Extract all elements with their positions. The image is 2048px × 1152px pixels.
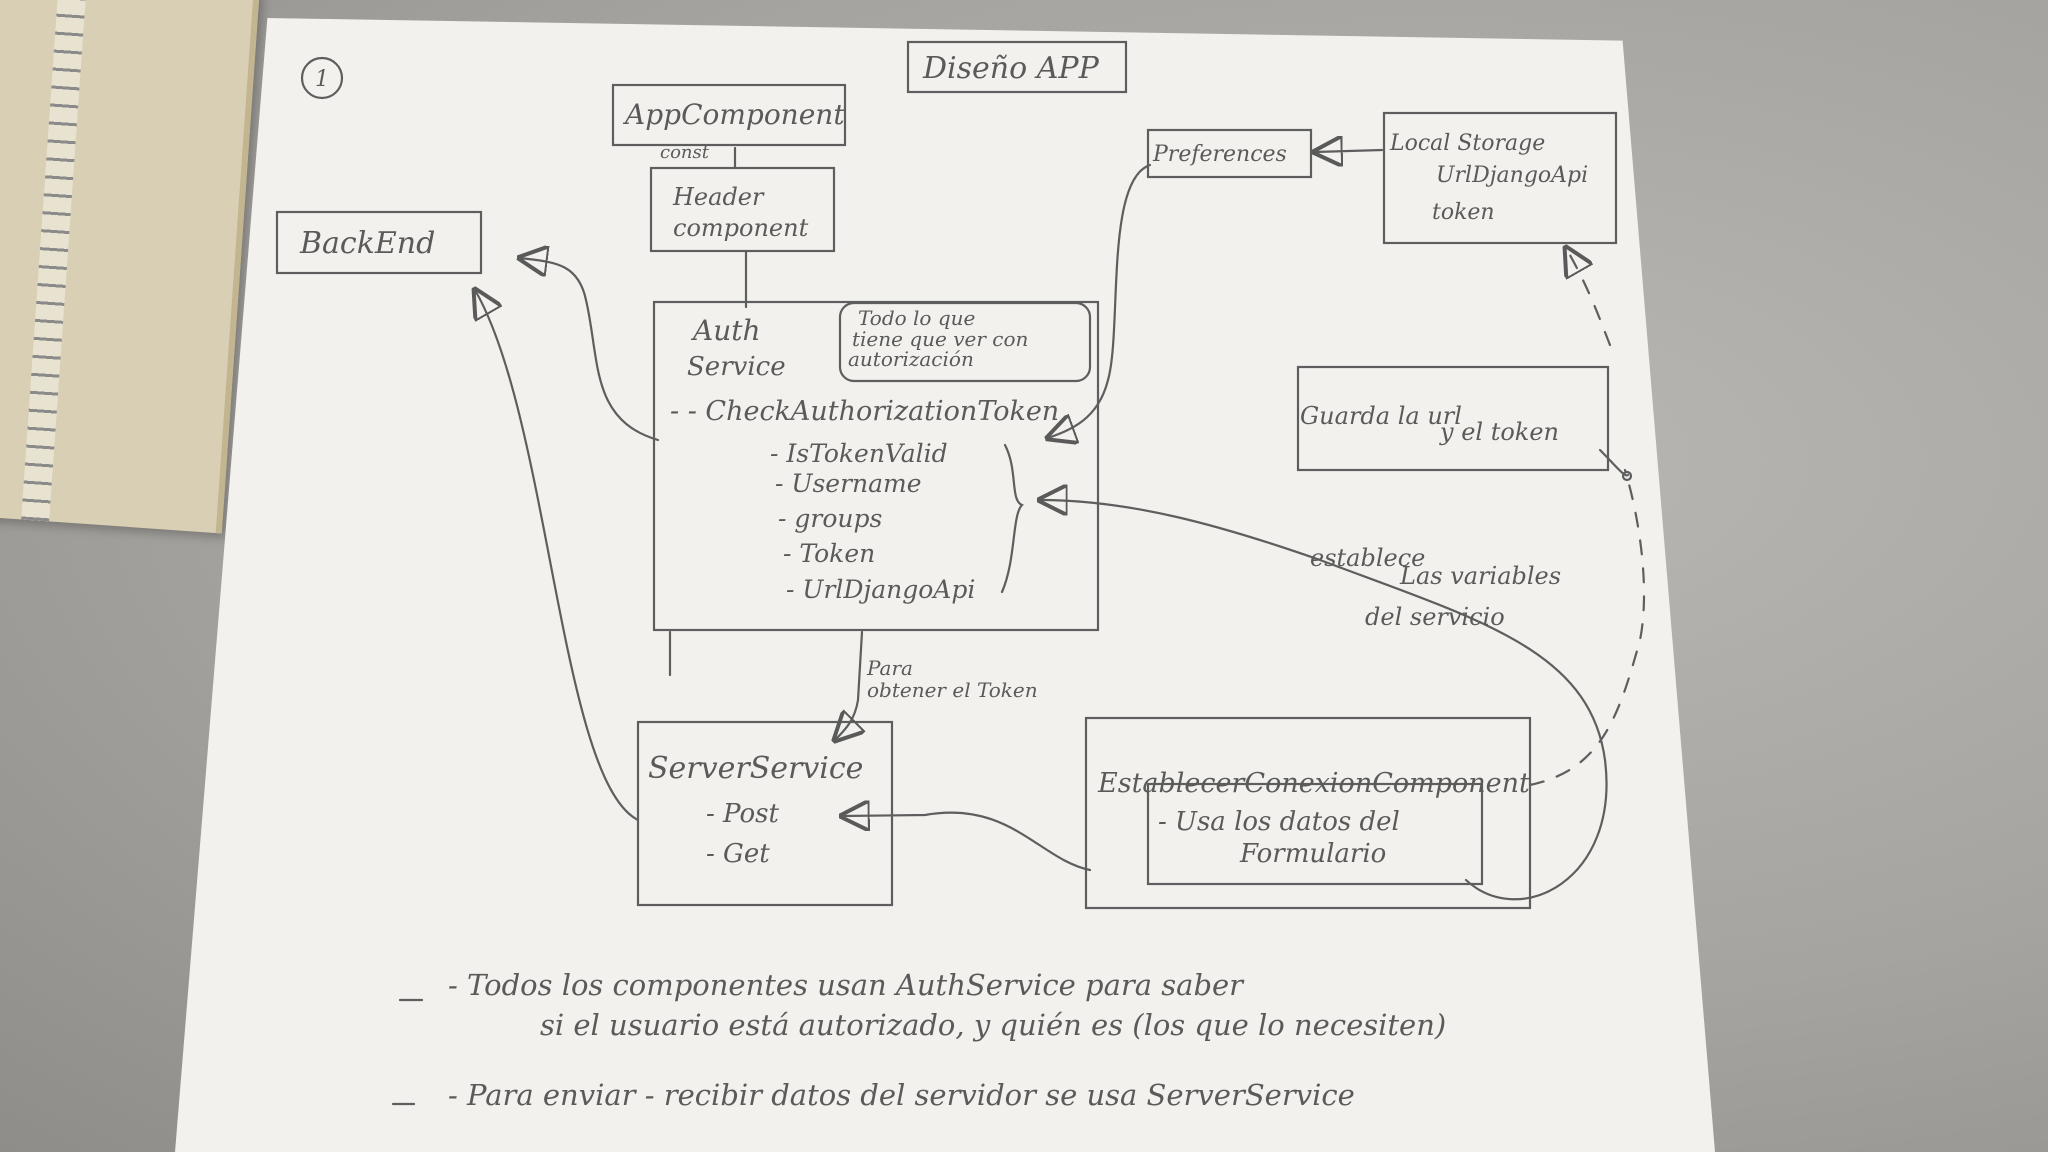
auth-note-line2: tiene que ver con (852, 327, 1028, 351)
local-storage-line2: UrlDjangoApi (1436, 163, 1588, 188)
paper-sheet (175, 18, 1715, 1152)
server-to-backend-arrow (475, 290, 640, 822)
establecer-note-line2: Formulario (1239, 839, 1386, 869)
establece-line2: Las variables (1399, 562, 1561, 590)
guarda-line2: y el token (1439, 418, 1559, 446)
auth-service-line1: Auth (690, 314, 761, 347)
preferences-to-auth-arrow (1048, 163, 1152, 438)
local-storage-box (1382, 111, 1618, 245)
auth-note-bubble (838, 301, 1092, 383)
auth-note-line1: Todo lo que (858, 306, 975, 330)
storage-to-preferences-arrow (1315, 150, 1384, 152)
establecer-note-line1: - Usa los datos del (1158, 807, 1400, 837)
auth-field-0: - IsTokenValid (770, 439, 948, 468)
guarda-dot (1621, 470, 1633, 482)
auth-field-4: - UrlDjangoApi (786, 575, 975, 604)
app-component-const: const (660, 142, 710, 163)
auth-field-1: - Username (775, 469, 922, 498)
app-component-label: AppComponent (622, 98, 845, 131)
app-component-box (611, 83, 847, 147)
para-token-line2: obtener el Token (867, 678, 1038, 702)
header-component-line1: Header (672, 183, 765, 211)
preferences-box (1146, 128, 1313, 179)
guarda-line1: Guarda la url (1300, 402, 1462, 430)
auth-method: - - CheckAuthorizationToken (670, 396, 1059, 427)
server-service-post: - Post (706, 799, 779, 829)
para-token-line1: Para (866, 656, 913, 680)
note2: - Para enviar - recibir datos del servid… (448, 1078, 1355, 1112)
server-service-get: - Get (706, 839, 770, 869)
establece-line3: del servicio (1365, 603, 1505, 631)
establecer-to-server-arrow (842, 813, 1092, 872)
title-box (906, 40, 1128, 94)
auth-field-2: - groups (778, 504, 882, 533)
guarda-hook (1598, 448, 1630, 477)
auth-note-line3: autorización (848, 347, 974, 371)
establecer-note-box (1146, 782, 1484, 886)
server-service-box (636, 720, 894, 907)
guarda-to-storage-dashed (1566, 248, 1612, 347)
guarda-box (1296, 365, 1610, 472)
backend-label: BackEnd (299, 226, 435, 261)
auth-field-3: - Token (783, 539, 875, 568)
establecer-to-guarda-dashed (1528, 468, 1646, 787)
establecer-title: EstablecerConexionComponent (1097, 768, 1530, 799)
establece-line1: establece (1310, 544, 1425, 572)
local-storage-line3: token (1432, 200, 1495, 225)
server-service-title: ServerService (648, 751, 863, 786)
establecer-box (1084, 716, 1532, 910)
auth-service-line2: Service (687, 352, 786, 382)
preferences-label: Preferences (1152, 142, 1287, 167)
auth-to-backend-arrow (520, 258, 660, 442)
backend-box (275, 210, 483, 275)
auth-to-server-arrow (835, 630, 862, 740)
diagram-title: Diseño APP (922, 51, 1100, 86)
page-number: 1 (315, 67, 329, 92)
header-component-box (649, 166, 836, 253)
page-number-circle (300, 56, 344, 100)
establecer-to-auth-arrow (1040, 500, 1608, 901)
note1-line1: - Todos los componentes usan AuthService… (448, 968, 1245, 1002)
fields-brace (1000, 443, 1024, 594)
note1-line2: si el usuario está autorizado, y quién e… (540, 1008, 1446, 1042)
header-component-line2: component (673, 214, 809, 242)
local-storage-line1: Local Storage (1389, 131, 1545, 156)
